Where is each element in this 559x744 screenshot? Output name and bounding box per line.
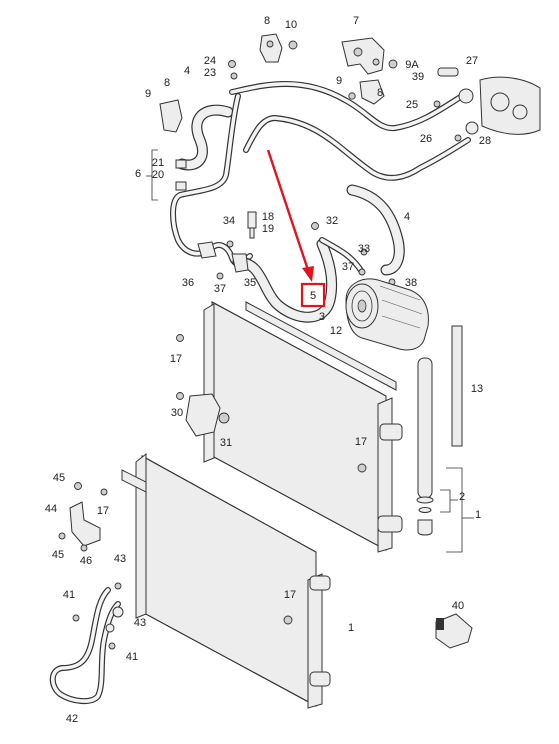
callout-46: 46 xyxy=(80,555,92,567)
callout-21: 21 xyxy=(152,157,164,169)
callout-2: 2 xyxy=(459,491,465,503)
callout-9: 9 xyxy=(145,88,151,100)
connecting-pipe-42 xyxy=(49,587,124,704)
callout-9a: 9A xyxy=(405,59,419,71)
suction-hose-right xyxy=(346,184,405,276)
seal-9A xyxy=(388,59,398,69)
callout-36: 36 xyxy=(182,277,194,289)
callout-9-2: 9 xyxy=(336,75,342,87)
callout-43: 43 xyxy=(114,553,126,565)
callout-1-2: 1 xyxy=(475,509,481,521)
callout-labels: 112344567888999A101213171717171819202123… xyxy=(45,15,491,725)
highlight-box xyxy=(300,282,326,308)
callout-34: 34 xyxy=(223,215,235,227)
callout-17: 17 xyxy=(170,353,182,365)
callout-25: 25 xyxy=(406,99,418,111)
highlight-arrow xyxy=(266,149,314,282)
callout-10: 10 xyxy=(285,19,297,31)
callout-8-3: 8 xyxy=(377,87,383,99)
callout-17-2: 17 xyxy=(355,436,367,448)
callout-41-2: 41 xyxy=(126,651,138,663)
callout-35: 35 xyxy=(244,277,256,289)
callout-4-2: 4 xyxy=(404,211,410,223)
callout-17-4: 17 xyxy=(284,589,296,601)
callout-1: 1 xyxy=(348,622,354,634)
bolts-17-upper xyxy=(176,334,184,400)
callout-12: 12 xyxy=(330,325,342,337)
bracket-8-right xyxy=(348,79,385,105)
callout-19: 19 xyxy=(262,223,274,235)
callout-38: 38 xyxy=(405,277,417,289)
callout-32: 32 xyxy=(326,215,338,227)
compressor-line xyxy=(319,237,365,275)
fittings-34-37 xyxy=(197,240,249,280)
callout-8: 8 xyxy=(264,15,270,27)
callout-18: 18 xyxy=(262,211,274,223)
callout-37: 37 xyxy=(214,283,226,295)
callout-5: 5 xyxy=(310,290,316,302)
callout-4: 4 xyxy=(184,65,190,77)
callout-39: 39 xyxy=(412,71,424,83)
callout-45: 45 xyxy=(53,472,65,484)
callout-17-3: 17 xyxy=(97,505,109,517)
bracket-7 xyxy=(341,37,385,75)
callout-7: 7 xyxy=(353,15,359,27)
callout-8-2: 8 xyxy=(164,77,170,89)
pressure-sensor-40 xyxy=(435,613,473,649)
callout-13: 13 xyxy=(471,383,483,395)
clips-20-21 xyxy=(175,159,187,191)
callout-27: 27 xyxy=(466,55,478,67)
receiver-dryer xyxy=(416,357,434,536)
callout-28: 28 xyxy=(479,135,491,147)
callout-31: 31 xyxy=(220,437,232,449)
callout-20: 20 xyxy=(152,169,164,181)
bolt-32 xyxy=(311,222,319,230)
callout-33: 33 xyxy=(358,243,370,255)
callout-30: 30 xyxy=(171,407,183,419)
callout-44: 44 xyxy=(45,503,57,515)
fitting-27-28 xyxy=(433,88,479,142)
refrigerant-line-upper xyxy=(229,81,471,181)
condenser-lower xyxy=(121,452,331,709)
fitting-33-38 xyxy=(358,248,396,286)
liquid-line-left xyxy=(170,93,253,267)
fittings-23-24 xyxy=(228,60,238,80)
callout-43-2: 43 xyxy=(134,617,146,629)
evaporator-connection xyxy=(479,76,541,135)
bracket-44 xyxy=(58,482,122,650)
bolt-10 xyxy=(288,40,298,50)
compressor xyxy=(345,278,429,351)
valve-39 xyxy=(437,67,459,77)
pressure-hose-5 xyxy=(232,238,338,323)
switch-18-19 xyxy=(247,211,257,239)
bracket-30 xyxy=(185,393,221,437)
callout-24: 24 xyxy=(204,55,216,67)
group-brace-lines xyxy=(146,149,474,553)
bracket-8-top xyxy=(259,33,283,63)
callout-41: 41 xyxy=(63,589,75,601)
callout-6: 6 xyxy=(135,168,141,180)
callout-37-2: 37 xyxy=(342,261,354,273)
seal-strip-13 xyxy=(451,325,463,447)
callout-3: 3 xyxy=(319,311,325,323)
callout-40: 40 xyxy=(452,600,464,612)
callout-26: 26 xyxy=(420,133,432,145)
callout-42: 42 xyxy=(66,713,78,725)
suction-hose-left xyxy=(176,104,234,171)
seal-strip-12 xyxy=(245,301,397,391)
callout-23: 23 xyxy=(204,67,216,79)
bracket-8-left xyxy=(159,99,183,133)
callout-45-2: 45 xyxy=(52,549,64,561)
